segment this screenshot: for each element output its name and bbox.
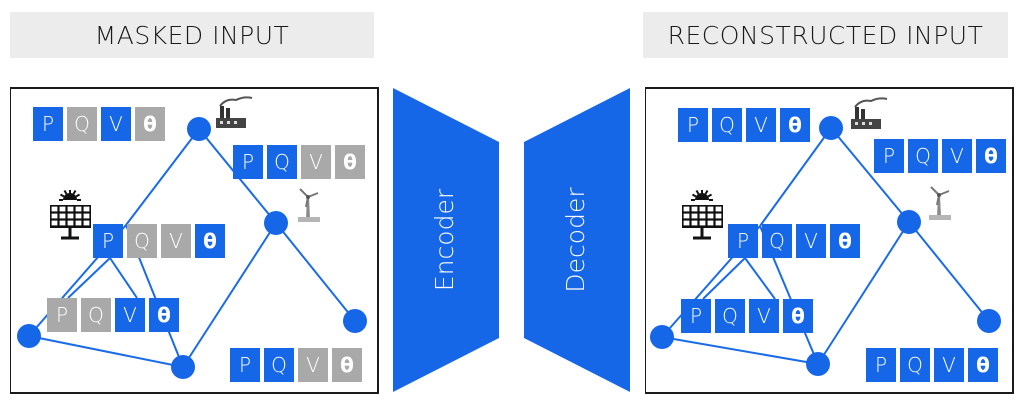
left-edge [109,257,138,299]
right-top-cell-p: P [678,108,708,142]
solar-panel-icon [50,190,91,240]
left-upper-right-cell-v: V [301,145,331,179]
left-bottom-right-cell-p: P [230,348,260,382]
left-lower-left-cell-theta: θ [149,298,179,332]
right-top-cell-q: Q [712,108,742,142]
left-bus-node [343,309,367,333]
right-top-cell-theta: θ [780,108,810,142]
right-lower-left-cell-q: Q [715,299,745,333]
right-bus-node [897,210,921,234]
right-middle-cell-theta: θ [830,224,860,258]
left-lower-left-cell-p: P [47,298,77,332]
right-bus-node [650,325,674,349]
right-upper-right-cell-p: P [874,139,904,173]
left-lower-left-cell-q: Q [81,298,111,332]
reconstructed-input-title: RECONSTRUCTED INPUT [643,12,1008,58]
right-top-cell-v: V [746,108,776,142]
left-middle-cell-p: P [93,224,123,258]
right-bus-node [977,309,1001,333]
right-edge [908,221,990,322]
right-bottom-right-cell-q: Q [900,348,930,382]
right-middle-cell-p: P [728,224,758,258]
encoder-label: Encoder [430,188,459,291]
left-bottom-right-cell-q: Q [264,348,294,382]
left-bottom-right-cell-v: V [298,348,328,382]
right-upper-right-cell-q: Q [908,139,938,173]
right-lower-left-cell-theta: θ [783,299,813,333]
left-edge [125,128,200,226]
factory-icon [216,96,253,128]
left-middle-cell-v: V [161,224,191,258]
wind-turbine-icon [298,188,320,222]
left-edge [275,222,356,322]
left-upper-right-cell-q: Q [267,145,297,179]
left-bottom-right-cell-theta: θ [332,348,362,382]
factory-icon [851,97,888,129]
right-bottom-right-cell-v: V [934,348,964,382]
right-edge [702,257,746,300]
left-bus-node [17,324,41,348]
left-upper-right-cell-theta: θ [335,145,365,179]
left-middle-cell-theta: θ [195,224,225,258]
right-edge [759,127,832,227]
left-upper-right-cell-p: P [233,145,263,179]
right-bottom-right-cell-p: P [866,348,896,382]
right-upper-right-cell-v: V [942,139,972,173]
right-edge [817,221,910,365]
left-bus-node [264,211,288,235]
left-lower-left-cell-v: V [115,298,145,332]
decoder-block: Decoder [524,88,630,392]
left-top-cell-q: Q [67,107,97,141]
left-edge [67,257,111,299]
right-bus-node [819,116,843,140]
right-bottom-right-cell-theta: θ [968,348,998,382]
right-middle-cell-q: Q [762,224,792,258]
masked-input-title: MASKED INPUT [10,12,374,58]
right-edge [661,336,819,365]
decoder-label: Decoder [561,187,590,293]
left-top-cell-v: V [101,107,131,141]
left-top-cell-theta: θ [135,107,165,141]
left-middle-cell-q: Q [127,224,157,258]
right-lower-left-cell-v: V [749,299,779,333]
left-top-cell-p: P [33,107,63,141]
right-lower-left-cell-p: P [681,299,711,333]
right-bus-node [806,352,830,376]
left-edge [28,335,184,368]
encoder-block: Encoder [393,88,499,392]
right-edge [744,257,776,300]
right-middle-cell-v: V [796,224,826,258]
right-upper-right-cell-theta: θ [976,139,1006,173]
left-edge [182,222,277,368]
left-bus-node [171,355,195,379]
wind-turbine-icon [929,186,951,220]
left-bus-node [187,117,211,141]
right-edge [830,127,910,223]
solar-panel-icon [682,190,723,240]
